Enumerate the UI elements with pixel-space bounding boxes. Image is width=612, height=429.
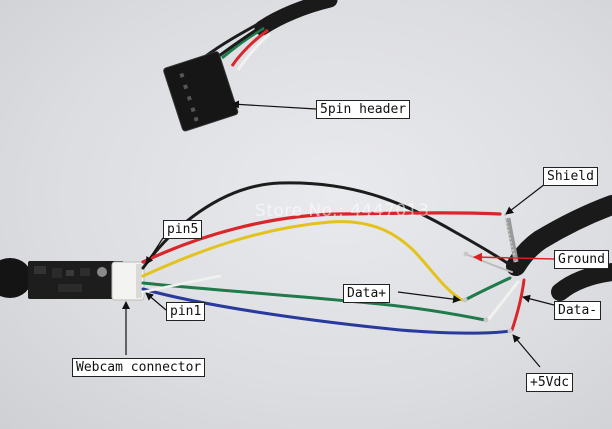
label-shield: Shield	[543, 167, 598, 186]
watermark: Store No.: 4447013	[255, 201, 430, 221]
label-plus-5vdc: +5Vdc	[526, 373, 574, 392]
label-pin1: pin1	[166, 302, 206, 321]
callout-pointers	[122, 100, 555, 368]
ground-pointer	[473, 252, 555, 262]
top-cable	[205, 0, 338, 71]
label-5pin-header: 5pin header	[316, 100, 411, 119]
label-pin5: pin5	[163, 220, 203, 239]
right-cable	[504, 195, 612, 301]
label-data-minus: Data-	[554, 301, 602, 320]
wire-tips	[462, 251, 513, 334]
label-data-plus: Data+	[343, 284, 391, 303]
webcam-board	[0, 258, 145, 301]
5pin-header	[163, 51, 239, 132]
label-webcam-connector: Webcam connector	[72, 358, 206, 377]
label-ground: Ground	[554, 250, 609, 269]
